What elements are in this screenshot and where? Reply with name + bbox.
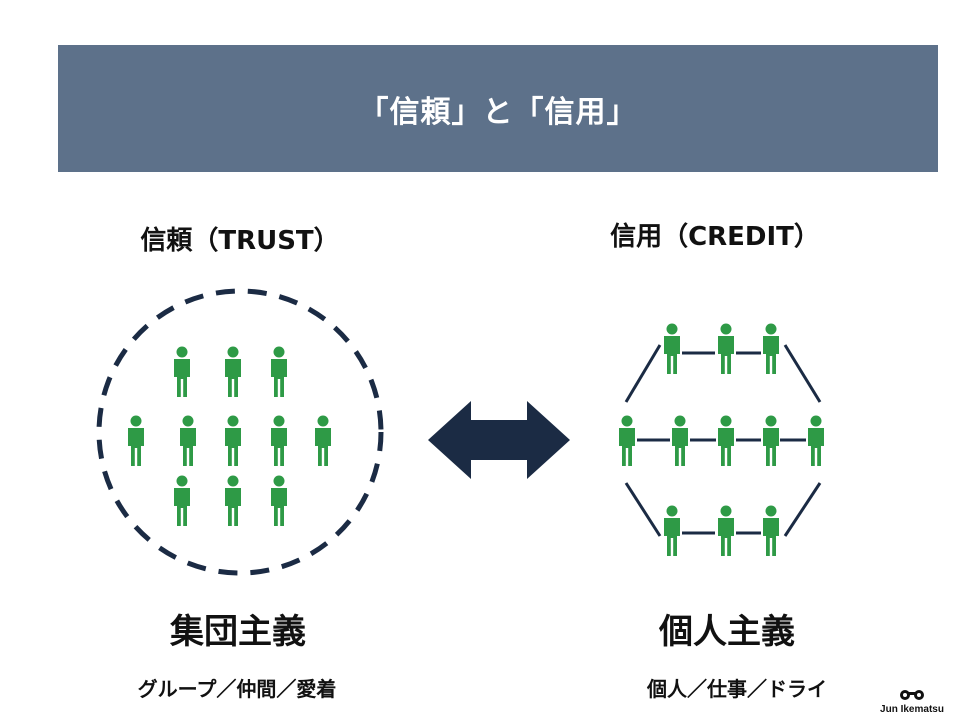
group-person-icon <box>174 475 190 526</box>
group-person-icon <box>271 415 287 466</box>
network-person-icon <box>672 415 688 466</box>
network-person-icon <box>664 505 680 556</box>
credit-keywords: 個人／仕事／ドライ <box>647 677 827 701</box>
group-person-icon <box>271 346 287 397</box>
trust-heading: 信頼（TRUST） <box>140 226 340 256</box>
brand-logo: Jun Ikematsu <box>870 686 954 716</box>
network-person-icon <box>763 323 779 374</box>
group-person-icon <box>128 415 144 466</box>
network-link <box>783 344 822 403</box>
network-link <box>783 482 822 537</box>
network-person-icon <box>763 415 779 466</box>
group-person-icon <box>225 415 241 466</box>
network-person-icon <box>619 415 635 466</box>
title-banner: 「信頼」と「信用」 <box>58 45 938 172</box>
group-person-icon <box>174 346 190 397</box>
group-person-icon <box>225 475 241 526</box>
network-links <box>624 344 822 537</box>
network-person-icon <box>718 505 734 556</box>
double-arrow-icon <box>428 401 570 479</box>
network-person-icon <box>763 505 779 556</box>
brand-name: Jun Ikematsu <box>880 704 944 715</box>
network-link <box>624 482 662 537</box>
group-people <box>128 346 331 526</box>
group-person-icon <box>225 346 241 397</box>
page-title: 「信頼」と「信用」 <box>358 94 638 130</box>
group-person-icon <box>315 415 331 466</box>
network-person-icon <box>718 323 734 374</box>
group-person-icon <box>271 475 287 526</box>
group-boundary-circle <box>96 288 384 576</box>
group-person-icon <box>180 415 196 466</box>
network-person-icon <box>718 415 734 466</box>
network-person-icon <box>664 323 680 374</box>
trust-keywords: グループ／仲間／愛着 <box>137 677 337 701</box>
glasses-icon <box>900 690 924 700</box>
trust-concept: 集団主義 <box>170 612 306 652</box>
credit-concept: 個人主義 <box>659 612 795 652</box>
network-link <box>624 344 662 403</box>
network-person-icon <box>808 415 824 466</box>
credit-heading: 信用（CREDIT） <box>610 222 820 252</box>
